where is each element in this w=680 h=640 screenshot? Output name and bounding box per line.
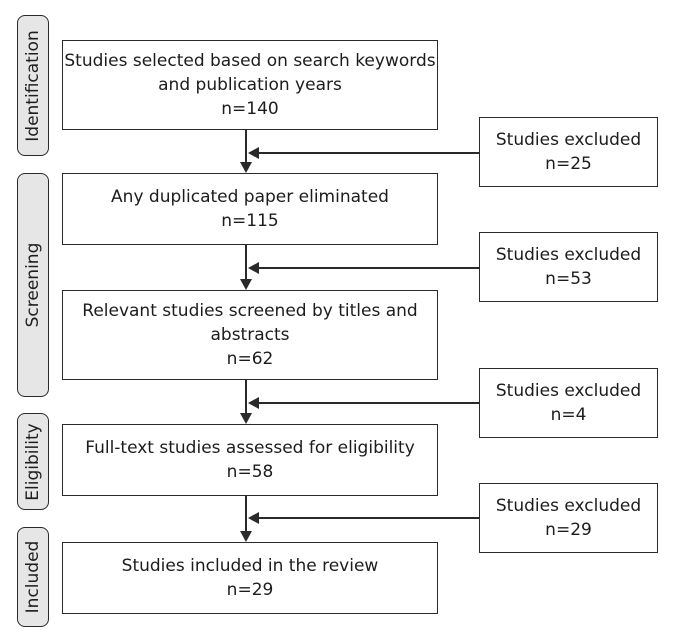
- box-count: n=62: [226, 349, 274, 369]
- box-count: n=115: [221, 211, 279, 231]
- exclusion-count: n=25: [545, 154, 592, 174]
- main-box-deduplicated: Any duplicated paper eliminated n=115: [62, 173, 438, 245]
- exclusion-count: n=53: [545, 269, 592, 289]
- connector-line: [245, 245, 247, 280]
- exclusion-box-1: Studies excluded n=25: [479, 117, 658, 187]
- arrow-left-icon: [248, 147, 259, 159]
- exclusion-box-3: Studies excluded n=4: [479, 368, 658, 438]
- connector-line: [245, 496, 247, 532]
- box-text-line: abstracts: [210, 325, 290, 345]
- stage-label: Screening: [23, 242, 43, 328]
- stage-screening: Screening: [17, 173, 49, 397]
- arrow-down-icon: [240, 162, 252, 173]
- arrow-left-icon: [248, 512, 259, 524]
- box-count: n=58: [226, 462, 274, 482]
- main-box-search: Studies selected based on search keyword…: [62, 40, 438, 130]
- exclusion-count: n=29: [545, 520, 592, 540]
- exclusion-box-4: Studies excluded n=29: [479, 483, 658, 553]
- arrow-left-icon: [248, 262, 259, 274]
- stage-included: Included: [17, 527, 49, 627]
- exclusion-label: Studies excluded: [495, 130, 642, 150]
- box-text-line: Full-text studies assessed for eligibili…: [85, 438, 415, 458]
- arrow-down-icon: [240, 279, 252, 290]
- box-text-line: Any duplicated paper eliminated: [111, 187, 389, 207]
- stage-label: Eligibility: [23, 422, 43, 501]
- stage-label: Identification: [23, 29, 43, 142]
- exclusion-label: Studies excluded: [495, 496, 642, 516]
- stage-label: Included: [23, 540, 43, 614]
- main-box-included: Studies included in the review n=29: [62, 542, 438, 614]
- box-count: n=140: [221, 99, 279, 119]
- arrow-down-icon: [240, 413, 252, 424]
- box-count: n=29: [226, 580, 274, 600]
- box-text-line: Studies selected based on search keyword…: [64, 51, 436, 71]
- connector-line: [245, 380, 247, 414]
- connector-line: [245, 130, 247, 163]
- box-text-line: Studies included in the review: [121, 556, 379, 576]
- main-box-screened: Relevant studies screened by titles and …: [62, 290, 438, 380]
- exclusion-count: n=4: [550, 405, 587, 425]
- stage-identification: Identification: [17, 15, 49, 156]
- exclusion-box-2: Studies excluded n=53: [479, 232, 658, 302]
- exclusion-connector-line: [258, 152, 479, 154]
- arrow-down-icon: [240, 531, 252, 542]
- exclusion-label: Studies excluded: [495, 245, 642, 265]
- exclusion-label: Studies excluded: [495, 381, 642, 401]
- main-box-full-text: Full-text studies assessed for eligibili…: [62, 424, 438, 496]
- arrow-left-icon: [248, 397, 259, 409]
- exclusion-connector-line: [258, 267, 479, 269]
- stage-eligibility: Eligibility: [17, 413, 49, 510]
- box-text-line: and publication years: [158, 75, 342, 95]
- box-text-line: Relevant studies screened by titles and: [82, 301, 418, 321]
- exclusion-connector-line: [258, 517, 479, 519]
- exclusion-connector-line: [258, 402, 479, 404]
